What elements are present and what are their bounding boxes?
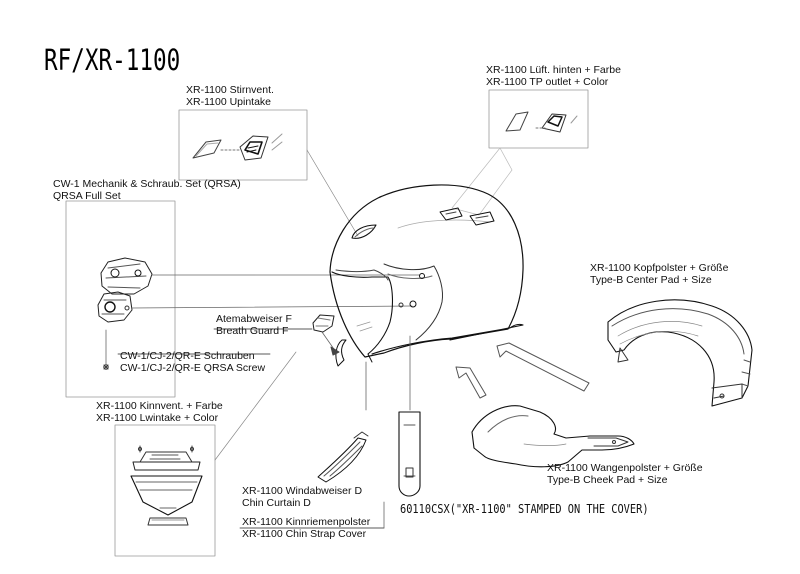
lwintake-leader-line [214, 351, 297, 461]
breath-guard-label-en: Breath Guard F [216, 325, 289, 337]
center-pad-part [607, 299, 753, 407]
lwintake-detail-box [114, 424, 216, 557]
tp-outlet-label-en: XR-1100 TP outlet + Color [486, 76, 609, 88]
chin-curtain-label-de: XR-1100 Windabweiser D [242, 485, 363, 497]
page-title: RF/XR-1100 [44, 43, 181, 77]
qrsa-screw-label-en: CW-1/CJ-2/QR-E QRSA Screw [120, 362, 266, 374]
lwintake-label-de: XR-1100 Kinnvent. + Farbe [96, 400, 223, 412]
center-pad-label-de: XR-1100 Kopfpolster + Größe [590, 262, 729, 274]
upintake-leader-line [306, 149, 359, 237]
cheek-pad-label-en: Type-B Cheek Pad + Size [547, 474, 668, 486]
breath-guard-part [312, 314, 335, 333]
chin-strap-label-de: XR-1100 Kinnriemenpolster [242, 516, 371, 528]
center-pad-arrow [496, 342, 590, 392]
helmet-shell [329, 184, 524, 367]
breath-guard-label-de: Atemabweiser F [216, 313, 292, 325]
breath-guard-arrowhead [330, 346, 340, 356]
tp-outlet-label-de: XR-1100 Lüft. hinten + Farbe [486, 64, 621, 76]
tp-outlet-detail-box [488, 89, 589, 149]
chin-curtain-part [317, 431, 369, 483]
qrsa-detail-box [65, 200, 176, 398]
stamp-note: 60110CSX("XR-1100" STAMPED ON THE COVER) [400, 502, 649, 516]
chin-strap-cover-part [398, 411, 421, 497]
upintake-label-en: XR-1100 Upintake [186, 96, 272, 108]
chin-curtain-label-en: Chin Curtain D [242, 497, 311, 509]
cheek-pad-part [471, 405, 635, 468]
cheek-pad-arrow [455, 366, 487, 399]
cheek-pad-label-de: XR-1100 Wangenpolster + Größe [547, 462, 703, 474]
upintake-label-de: XR-1100 Stirnvent. [186, 84, 274, 96]
qrsa-screw-label-de: CW-1/CJ-2/QR-E Schrauben [120, 350, 255, 362]
qrsa-label-de: CW-1 Mechanik & Schraub. Set (QRSA) [53, 178, 241, 190]
lwintake-label-en: XR-1100 Lwintake + Color [96, 412, 219, 424]
center-pad-label-en: Type-B Center Pad + Size [590, 274, 712, 286]
qrsa-leader-mid [131, 305, 413, 309]
chin-strap-label-en: XR-1100 Chin Strap Cover [242, 528, 367, 540]
qrsa-label-en: QRSA Full Set [53, 190, 121, 202]
upintake-detail-box [178, 109, 308, 181]
